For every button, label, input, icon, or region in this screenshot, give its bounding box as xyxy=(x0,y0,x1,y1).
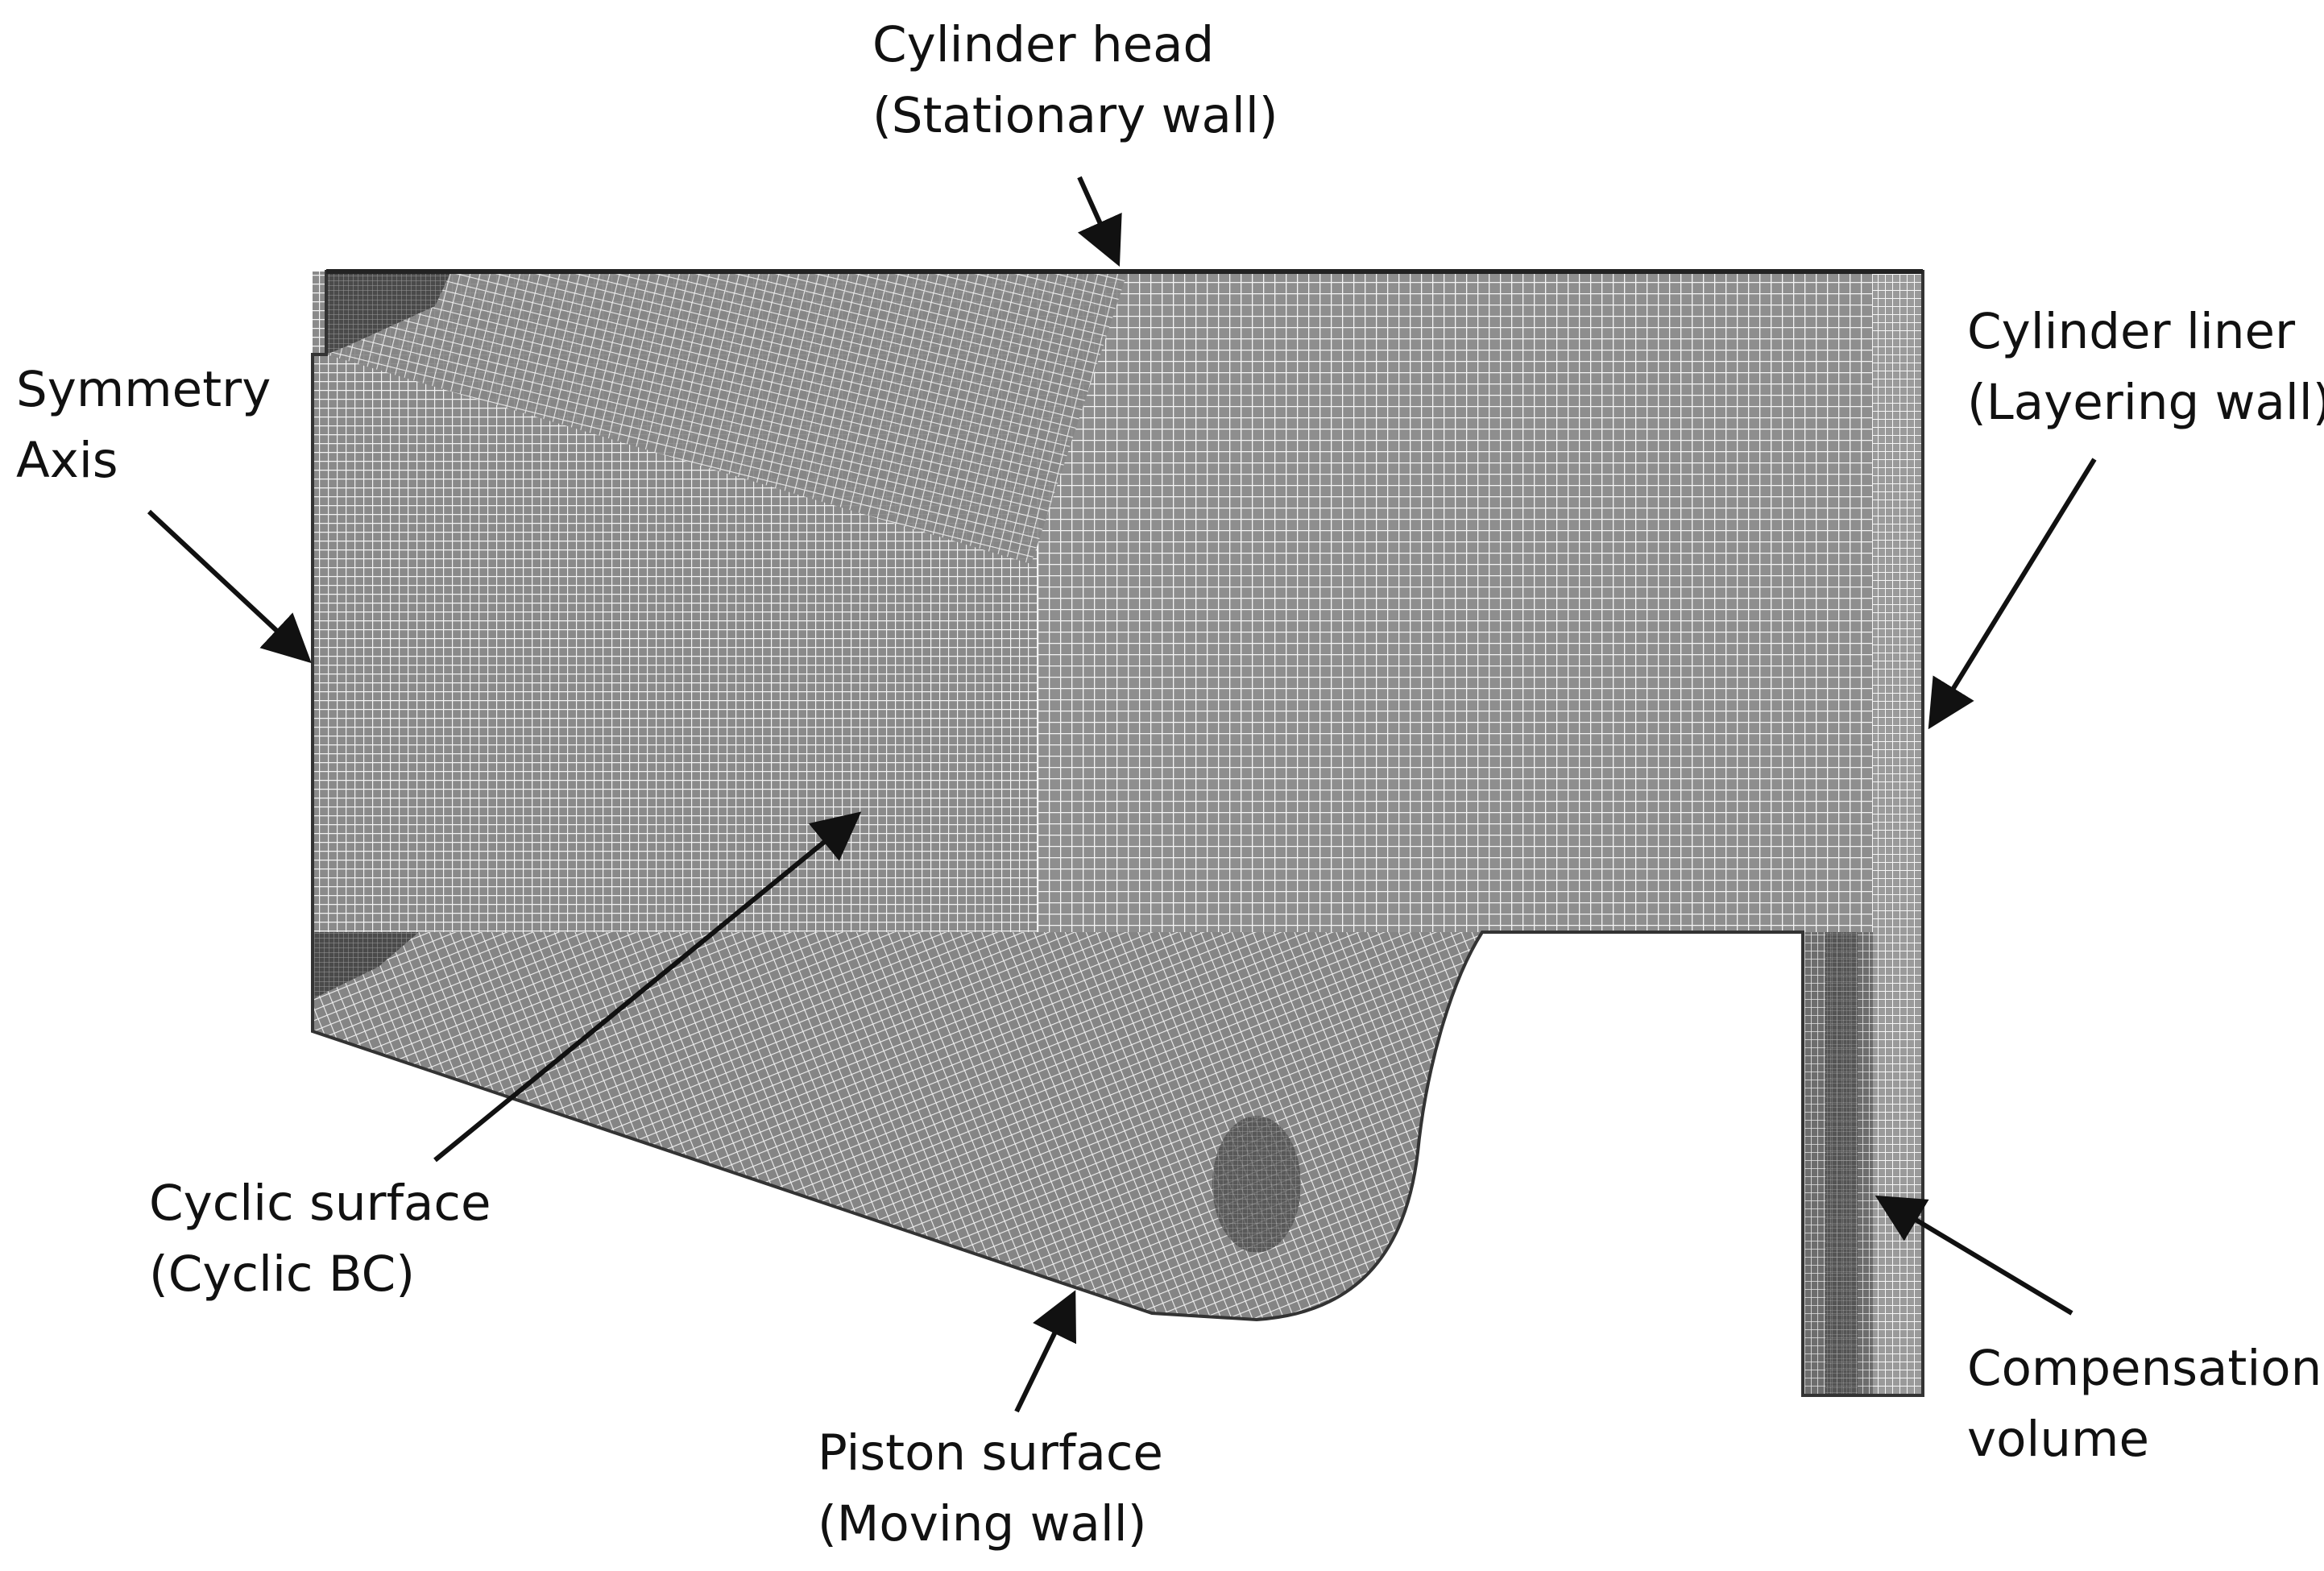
label-compensation-volume: Compensation volume xyxy=(1967,1333,2322,1475)
label-cylinder-head-line1: Cylinder head xyxy=(872,16,1215,73)
mesh-piston-bowl xyxy=(313,932,1482,1320)
mesh-upper-right xyxy=(1031,272,1873,932)
mesh-liner-strip xyxy=(1873,272,1923,1395)
arrow-cylinder-head xyxy=(1077,176,1122,267)
label-cylinder-liner: Cylinder liner (Layering wall) xyxy=(1967,296,2324,438)
label-cyclic-surface-line1: Cyclic surface xyxy=(149,1175,491,1232)
arrow-symmetry-axis xyxy=(147,509,312,664)
label-piston-surface: Piston surface (Moving wall) xyxy=(818,1418,1163,1560)
label-piston-surface-line1: Piston surface xyxy=(818,1424,1163,1482)
mesh-domain xyxy=(311,269,1924,1397)
label-symmetry-axis-line2: Axis xyxy=(16,432,118,489)
label-cylinder-liner-line2: (Layering wall) xyxy=(1967,374,2324,431)
label-cylinder-head: Cylinder head (Stationary wall) xyxy=(872,10,1278,151)
label-compensation-volume-line2: volume xyxy=(1967,1411,2149,1468)
mesh-fan-top xyxy=(326,272,1128,564)
arrow-compensation-volume xyxy=(1875,1195,2073,1316)
label-cyclic-surface-line2: (Cyclic BC) xyxy=(149,1246,416,1303)
label-symmetry-axis-line1: Symmetry xyxy=(16,361,271,418)
mesh-dense-bowl-spot xyxy=(1212,1116,1301,1253)
arrow-cyclic-surface xyxy=(433,811,862,1163)
mesh-dense-corner-top xyxy=(326,272,451,354)
arrow-cylinder-liner xyxy=(1928,458,2097,730)
mesh-dense-corner-bottom xyxy=(313,932,419,999)
label-cylinder-head-line2: (Stationary wall) xyxy=(872,87,1278,144)
label-cylinder-liner-line1: Cylinder liner xyxy=(1967,303,2296,360)
label-compensation-volume-line1: Compensation xyxy=(1967,1340,2322,1397)
mesh-compensation-dark-band xyxy=(1825,932,1858,1395)
label-symmetry-axis: Symmetry Axis xyxy=(16,354,271,496)
label-piston-surface-line2: (Moving wall) xyxy=(818,1495,1147,1552)
arrow-piston-surface xyxy=(1014,1290,1077,1413)
label-cyclic-surface: Cyclic surface (Cyclic BC) xyxy=(149,1168,491,1310)
annotation-arrows xyxy=(147,176,2097,1413)
domain-outline xyxy=(311,270,1924,1397)
